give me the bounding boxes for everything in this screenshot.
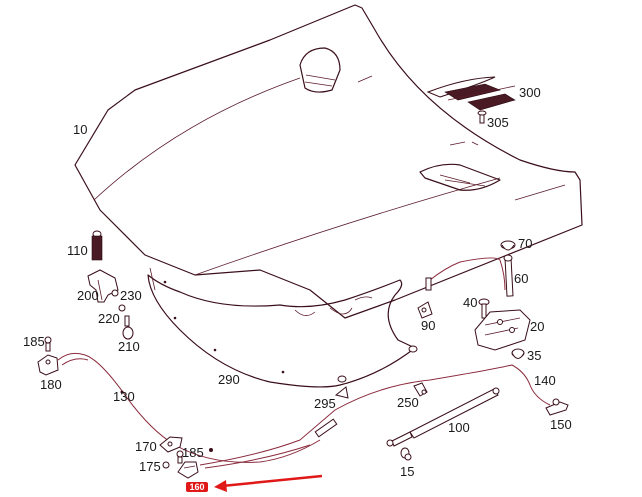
label-300: 300: [519, 85, 541, 100]
highlight-label: 160: [189, 482, 204, 492]
label-170: 170: [135, 439, 157, 454]
hood-mark: [357, 75, 373, 83]
cable-130-end: [61, 358, 89, 366]
gas-strut-100[interactable]: [386, 387, 500, 447]
label-185-bottom: 185: [182, 445, 204, 460]
clip-90[interactable]: [417, 301, 433, 319]
bump-stop-110[interactable]: [91, 230, 103, 261]
arrow-left-icon: [214, 474, 323, 492]
label-40: 40: [463, 295, 477, 310]
label-140: 140: [534, 373, 556, 388]
lock-part-160[interactable]: [177, 461, 199, 479]
hood-vent-left: [299, 47, 341, 93]
striker-pin-60[interactable]: [503, 254, 514, 297]
cable-clip: [120, 390, 124, 394]
label-100: 100: [448, 420, 470, 435]
cable-end: [425, 277, 432, 291]
nut-230[interactable]: [111, 289, 119, 297]
nut-175[interactable]: [162, 461, 170, 469]
label-15: 15: [400, 464, 414, 479]
hood-crease-front: [194, 177, 501, 276]
release-cable-130[interactable]: [57, 352, 321, 463]
screw-185-bottom[interactable]: [176, 450, 184, 464]
bolt-40[interactable]: [478, 298, 490, 319]
rubber-buffer-35[interactable]: [511, 348, 525, 359]
holder-250[interactable]: [413, 382, 428, 397]
label-70: 70: [518, 236, 532, 251]
label-200: 200: [77, 288, 99, 303]
ball-socket-15[interactable]: [400, 447, 412, 461]
label-250: 250: [397, 395, 419, 410]
screw-185-top[interactable]: [44, 336, 52, 352]
label-60: 60: [514, 271, 528, 286]
label-230: 230: [120, 288, 142, 303]
hood-mark: [449, 141, 479, 146]
hood-outline: [74, 4, 583, 319]
hood-crease-right: [514, 184, 566, 201]
cable-clip: [209, 448, 213, 452]
hood-vent-front: [419, 163, 501, 191]
ball-stud-210[interactable]: [122, 315, 134, 340]
label-185-top: 185: [23, 334, 45, 349]
washer-220[interactable]: [118, 304, 126, 312]
rubber-buffer-70[interactable]: [500, 240, 516, 251]
hood-lock-20[interactable]: [474, 309, 531, 351]
label-130: 130: [113, 389, 135, 404]
label-220: 220: [98, 311, 120, 326]
hinge-200[interactable]: [87, 269, 119, 303]
highlight-box: [186, 482, 208, 492]
highlight-callout[interactable]: 160: [186, 482, 208, 492]
label-305: 305: [487, 115, 509, 130]
hood-crease-left: [93, 77, 301, 201]
label-10: 10: [73, 122, 87, 137]
label-295: 295: [314, 396, 336, 411]
release-cable-140[interactable]: [199, 364, 551, 466]
release-lever-150[interactable]: [545, 398, 569, 416]
label-150: 150: [550, 417, 572, 432]
handle-170[interactable]: [159, 436, 183, 453]
screw-305[interactable]: [477, 110, 487, 124]
cable-60: [429, 257, 506, 291]
clip-295[interactable]: [334, 375, 349, 399]
label-210: 210: [118, 339, 140, 354]
air-grille-300[interactable]: [426, 76, 516, 111]
label-175: 175: [139, 459, 161, 474]
label-110: 110: [67, 243, 88, 258]
hood-insulation-290[interactable]: [147, 267, 418, 388]
bracket-180[interactable]: [37, 354, 59, 376]
hood-panel[interactable]: [74, 4, 583, 319]
label-90: 90: [421, 318, 435, 333]
label-20: 20: [530, 319, 544, 334]
label-35: 35: [527, 348, 541, 363]
label-180: 180: [40, 377, 62, 392]
label-290: 290: [218, 372, 240, 387]
cable-140-inner: [204, 444, 311, 469]
cable-connector: [314, 418, 338, 438]
